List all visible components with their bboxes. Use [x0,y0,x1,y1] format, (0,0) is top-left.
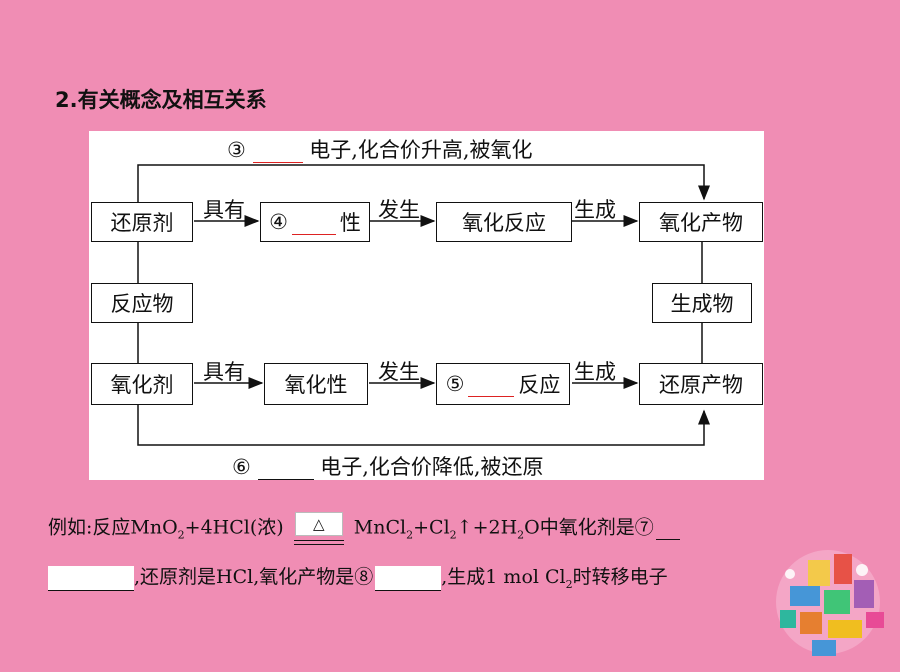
example-text-1d: +Cl [413,516,450,539]
example-text-2c: 时转移电子 [572,566,668,588]
subscript: 2 [565,577,573,591]
box-oxidation-reaction: 氧化反应 [436,202,572,242]
blank-number-3: ③ [227,138,246,162]
example-text-1b: +4HCl(浓) [184,516,284,539]
example-text-1c: MnCl [353,516,407,539]
box-oxidizing-agent: 氧化剂 [91,363,193,405]
answer-blank-5[interactable] [468,372,515,397]
box-reactants: 反应物 [91,283,193,323]
example-line-1: 例如:反应MnO2+4HCl(浓) △ MnCl2+Cl2↑+2H2O中氧化剂是… [48,512,680,545]
arrow-label-produce-1: 生成 [574,198,616,222]
example-text-2a: ,还原剂是HCl,氧化产物是⑧ [134,566,374,588]
answer-blank-6[interactable] [257,455,314,480]
example-text-1e: ↑+2H [456,516,518,539]
top-loop-label: ③ 电子,化合价升高,被氧化 [227,134,533,164]
subscript: 2 [406,528,414,542]
blank-number-5: ⑤ [445,372,465,396]
example-line-2: ,还原剂是HCl,氧化产物是⑧ ,生成1 mol Cl2时转移电子 [48,562,668,591]
subscript: 2 [517,528,525,542]
heat-condition: △ [293,512,344,545]
box-reaction-5: ⑤ 反应 [436,363,570,405]
box-reducing-agent: 还原剂 [91,202,193,242]
example-text-1a: 例如:反应MnO [48,516,178,539]
decorative-school-icon [776,550,884,656]
bottom-loop-text: 电子,化合价降低,被还原 [320,455,544,479]
connector-lines [137,164,710,446]
answer-blank-4[interactable] [291,210,336,235]
reaction-suffix: 反应 [518,373,561,397]
subscript: 2 [449,528,457,542]
concept-diagram: ③ 电子,化合价升高,被氧化 还原剂 具有 ④ 性 发生 氧化反应 生成 氧化产… [89,131,764,480]
blank-number-6: ⑥ [232,455,251,479]
answer-blank-3[interactable] [252,138,303,163]
answer-blank-7[interactable] [48,565,134,591]
box-reduction-product: 还原产物 [639,363,763,405]
top-loop-text: 电子,化合价升高,被氧化 [309,138,533,162]
example-text-2b: ,生成1 mol Cl [441,566,566,588]
box-property-4: ④ 性 [260,202,370,242]
box-oxidizing-property: 氧化性 [264,363,368,405]
box-products: 生成物 [652,283,752,323]
arrow-label-has-2: 具有 [203,360,245,384]
arrow-label-has-1: 具有 [203,198,245,222]
heat-triangle-icon: △ [294,512,343,536]
answer-blank-8[interactable] [375,565,442,591]
arrow-label-occur-1: 发生 [378,198,420,222]
answer-blank-7-start[interactable] [655,517,680,540]
bottom-loop-label: ⑥ 电子,化合价降低,被还原 [232,451,544,481]
subscript: 2 [177,528,185,542]
property-suffix: 性 [339,211,361,235]
box-oxidation-product: 氧化产物 [639,202,763,242]
section-heading: 2.有关概念及相互关系 [55,88,267,112]
arrow-label-occur-2: 发生 [378,360,420,384]
blank-number-4: ④ [269,210,288,234]
example-text-1f: O中氧化剂是⑦ [524,516,654,539]
arrow-label-produce-2: 生成 [574,360,616,384]
equals-sign [293,540,344,545]
